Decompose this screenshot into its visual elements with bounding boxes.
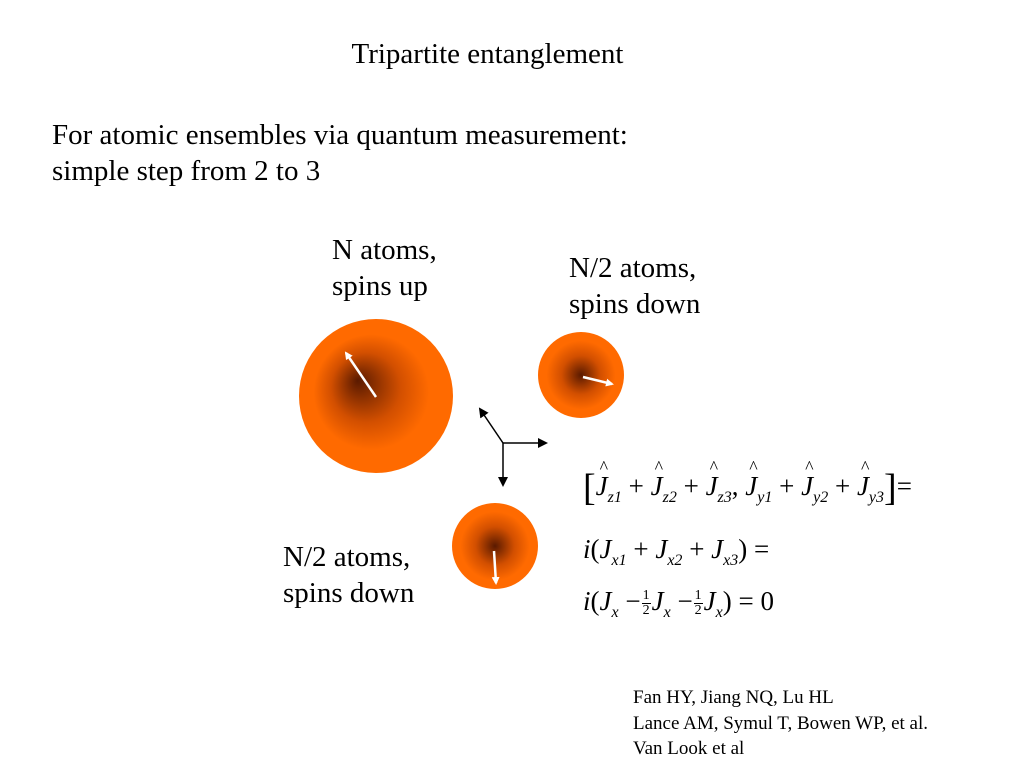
ensemble-label-bottom: N/2 atoms, spins down: [283, 539, 414, 612]
label-line: N/2 atoms,: [283, 541, 411, 573]
eq-op: =: [896, 471, 912, 501]
eq-sub: x1: [611, 552, 627, 569]
eq-sub: x2: [667, 552, 683, 569]
eq-operator: J: [801, 457, 813, 502]
axes-icon: [478, 407, 548, 487]
eq-op: +: [628, 471, 644, 501]
references: Fan HY, Jiang NQ, Lu HL Lance AM, Symul …: [633, 685, 928, 762]
right-bracket: ]: [884, 467, 897, 509]
left-bracket: [: [583, 467, 596, 509]
label-line: N atoms,: [332, 234, 437, 266]
eq-sub: y3: [868, 489, 885, 506]
eq-operator: J: [857, 457, 869, 502]
eq-op: +: [834, 471, 851, 501]
label-line: spins up: [332, 270, 428, 303]
reference-item: Van Look et al: [633, 738, 745, 760]
reference-item: Fan HY, Jiang NQ, Lu HL: [633, 687, 834, 708]
eq-sub: z3: [717, 489, 732, 506]
eq-op: ,: [731, 471, 739, 501]
spin-up-arrow: [344, 351, 378, 398]
spin-arrow-bottom: [491, 550, 500, 585]
eq-sub: y1: [757, 489, 773, 506]
ensemble-sphere-bottom: [452, 503, 538, 589]
intro-text: For atomic ensembles via quantum measure…: [52, 117, 628, 190]
label-line: spins down: [283, 577, 415, 610]
eq-sub: y2: [813, 489, 829, 506]
equation-line-2: i(Jx1 + Jx2 + Jx3) =: [583, 534, 770, 569]
eq-operator: J: [651, 457, 663, 502]
ensemble-label-right: N/2 atoms, spins down: [569, 250, 700, 323]
spin-arrow-right: [582, 375, 614, 387]
eq-sub: x3: [723, 552, 739, 569]
eq-op: +: [683, 471, 699, 501]
ensemble-label-n-atoms: N atoms, spins up: [332, 232, 437, 305]
label-line: N/2 atoms,: [569, 252, 697, 284]
eq-sub: z2: [662, 489, 677, 506]
reference-item: Lance AM, Symul T, Bowen WP, et al.: [633, 712, 929, 734]
equation-line-1: [Jz1 + Jz2 + Jz3, Jy1 + Jy2 + Jy3]=: [583, 457, 912, 510]
intro-line-1: For atomic ensembles via quantum measure…: [52, 119, 628, 151]
eq-operator: J: [706, 457, 718, 502]
eq-operator: J: [745, 457, 757, 502]
ensemble-sphere-right: [538, 332, 624, 418]
label-line: spins down: [569, 288, 701, 321]
eq-sub: z1: [607, 489, 622, 506]
intro-line-2: simple step from 2 to 3: [52, 155, 321, 188]
eq-operator: J: [596, 457, 608, 502]
slide-title: Tripartite entanglement: [351, 38, 624, 70]
eq-op: +: [779, 471, 795, 501]
